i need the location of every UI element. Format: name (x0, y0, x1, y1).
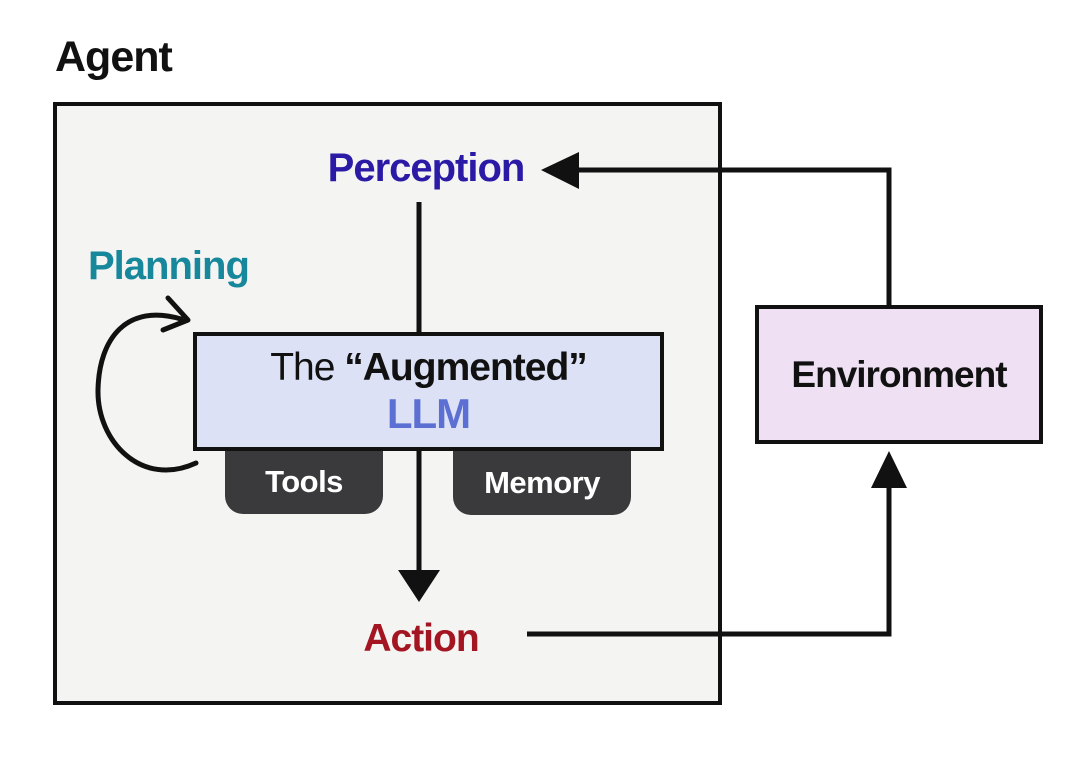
memory-tab: Memory (453, 450, 631, 515)
llm-box-line2: LLM (386, 389, 471, 437)
llm-box-line1: The “Augmented” (270, 346, 588, 390)
llm-line1-bold: “Augmented” (344, 346, 587, 390)
planning-label: Planning (88, 244, 250, 288)
tools-label: Tools (265, 464, 343, 499)
llm-line1-regular: The (270, 346, 345, 390)
perception-label: Perception (327, 146, 526, 190)
tools-tab: Tools (225, 450, 383, 514)
action-label: Action (363, 617, 479, 660)
memory-label: Memory (484, 464, 600, 500)
environment-label: Environment (791, 353, 1007, 395)
environment-box: Environment (755, 305, 1043, 444)
agent-title: Agent (55, 33, 173, 81)
augmented-llm-box: The “Augmented” LLM (193, 332, 664, 451)
